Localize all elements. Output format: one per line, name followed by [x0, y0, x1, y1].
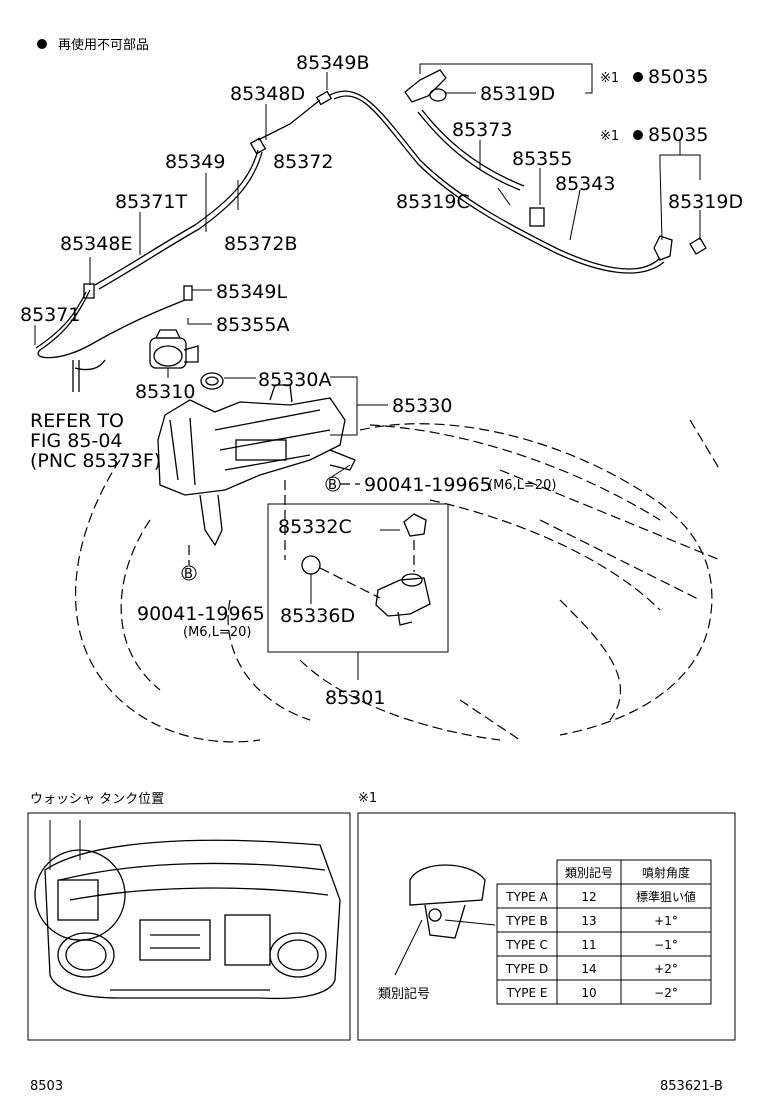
non-reusable-bullet-icon [633, 130, 643, 140]
label-85035-top-mark: ※1 [600, 71, 619, 86]
svg-text:B: B [184, 567, 193, 582]
label-bolt-2-spec: (M6,L=20) [183, 625, 251, 640]
table-cell: +2° [654, 962, 678, 976]
type-table-title: ※1 [358, 791, 377, 806]
grommet [200, 372, 224, 390]
refer-line-1: REFER TO [30, 410, 124, 432]
table-cell: TYPE D [505, 962, 549, 976]
label-85348E: 85348E [60, 233, 132, 255]
label-85372: 85372 [273, 151, 333, 173]
footer-left: 8503 [30, 1079, 63, 1094]
non-reusable-bullet-icon [633, 72, 643, 82]
bolt-marker-1: B [325, 476, 341, 493]
label-85336D: 85336D [280, 605, 355, 627]
label-85371: 85371 [20, 304, 80, 326]
label-85355A: 85355A [216, 314, 289, 336]
type-table: 類別記号 噴射角度 TYPE A 12 標準狙い値 TYPE B 13 +1° TYPE C 11… [496, 859, 712, 1005]
table-cell: −1° [654, 938, 678, 952]
type-table-frame [357, 812, 736, 1041]
label-85330: 85330 [392, 395, 452, 417]
washer-nozzle-right [653, 235, 707, 261]
table-cell: TYPE E [506, 986, 548, 1000]
bolt-marker-2: B [181, 565, 197, 582]
table-cell: +1° [654, 914, 678, 928]
table-cell: TYPE C [505, 938, 548, 952]
label-85035-top: 85035 [648, 66, 708, 88]
svg-text:B: B [328, 478, 337, 493]
vehicle-outline [74, 419, 721, 743]
label-85330A: 85330A [258, 369, 331, 391]
table-cell: TYPE B [505, 914, 548, 928]
label-85035-2-mark: ※1 [600, 129, 619, 144]
label-85319D-top: 85319D [480, 83, 555, 105]
table-header-cell: 類別記号 [565, 865, 613, 880]
table-cell: 11 [581, 938, 596, 952]
label-bolt-1: 90041-19965 [364, 474, 492, 496]
table-header-cell: 噴射角度 [642, 865, 690, 880]
washer-nozzle-top [404, 69, 447, 103]
table-cell: 12 [581, 890, 596, 904]
footer-right: 853621-B [660, 1079, 723, 1094]
label-85035-2: 85035 [648, 124, 708, 146]
label-85348D: 85348D [230, 83, 305, 105]
label-85319D-right: 85319D [668, 191, 743, 213]
pump-assy-parts [301, 513, 431, 626]
legend-text: 再使用不可部品 [58, 37, 149, 53]
label-85349L: 85349L [216, 281, 287, 303]
label-85332C: 85332C [278, 516, 352, 538]
label-bolt-2: 90041-19965 [137, 603, 265, 625]
label-85371T: 85371T [115, 191, 187, 213]
label-85355: 85355 [512, 148, 572, 170]
refer-line-2: FIG 85-04 [30, 430, 123, 452]
engine-bay-sketch [34, 820, 341, 1000]
table-cell: −2° [654, 986, 678, 1000]
leader-lines [34, 63, 701, 680]
label-85349B: 85349B [296, 52, 369, 74]
nozzle-sketch [394, 864, 496, 976]
tank-location-frame [27, 812, 351, 1041]
refer-line-3: (PNC 85373F) [30, 450, 161, 472]
table-cell: 13 [581, 914, 596, 928]
label-85310: 85310 [135, 381, 195, 403]
washer-tank [157, 384, 356, 547]
label-85343: 85343 [555, 173, 615, 195]
type-callout-label: 類別記号 [378, 986, 430, 1002]
table-cell: TYPE A [505, 890, 548, 904]
table-cell: 10 [581, 986, 596, 1000]
table-cell: 14 [581, 962, 596, 976]
label-85373: 85373 [452, 119, 512, 141]
label-85301: 85301 [325, 687, 385, 709]
label-bolt-1-spec: (M6,L=20) [488, 478, 556, 493]
legend-bullet-icon [37, 39, 47, 49]
label-85349: 85349 [165, 151, 225, 173]
label-85372B: 85372B [224, 233, 297, 255]
tank-location-title: ウォッシャ タンク位置 [30, 792, 164, 807]
label-85319C: 85319C [396, 191, 470, 213]
washer-hoses [35, 90, 665, 392]
washer-pump [149, 329, 199, 369]
table-cell: 標準狙い値 [636, 889, 696, 904]
table-cell-border [620, 979, 712, 1005]
